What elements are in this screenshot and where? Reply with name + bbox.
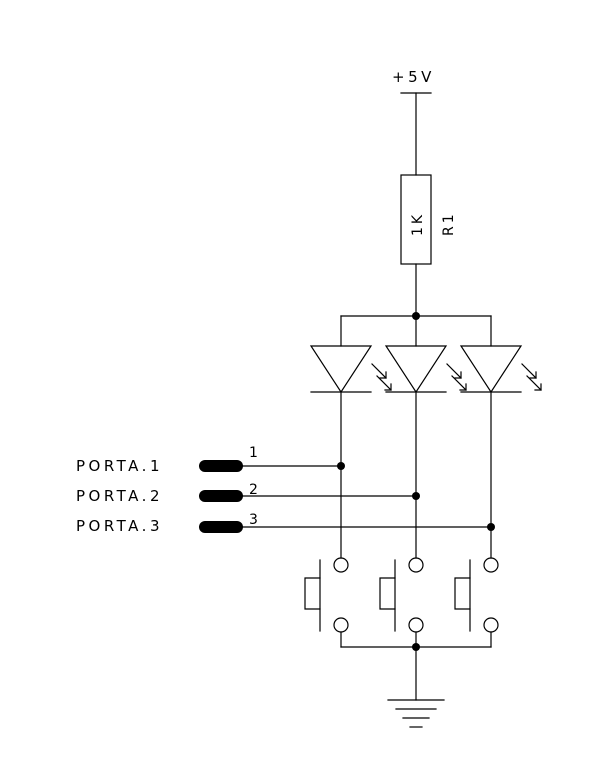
junction-dot	[412, 492, 420, 500]
led-3	[459, 345, 542, 394]
light-emission-arrows-icon	[521, 363, 542, 391]
light-emission-arrows-icon	[371, 363, 392, 391]
ground-icon	[387, 699, 445, 728]
junction-dot	[487, 523, 495, 531]
light-emission-arrows-icon	[446, 363, 467, 391]
pin-number: 3	[249, 512, 258, 528]
pin-number: 2	[249, 482, 258, 498]
port-label: PORTA.3	[76, 517, 163, 535]
junction-dot	[412, 312, 420, 320]
port-porta-2: PORTA.2 2	[76, 482, 420, 505]
port-label: PORTA.1	[76, 457, 163, 475]
resistor-r1: 1K R1	[400, 174, 457, 317]
led-anode-bus	[340, 312, 492, 347]
supply-label: +5V	[392, 68, 435, 86]
button-1	[304, 557, 349, 648]
resistor-ref-label: R1	[441, 211, 457, 236]
led-1	[309, 345, 392, 394]
led-2	[384, 345, 467, 394]
port-porta-1: PORTA.1 1	[76, 445, 345, 475]
button-2	[379, 557, 424, 648]
ground-bus	[340, 643, 492, 701]
port-porta-3: PORTA.3 3	[76, 512, 495, 535]
button-3	[454, 557, 499, 648]
column-wires	[340, 391, 492, 559]
supply-5v: +5V	[392, 68, 435, 176]
resistor-value-label: 1K	[410, 212, 426, 236]
pin-number: 1	[249, 445, 258, 461]
junction-dot	[337, 462, 345, 470]
port-label: PORTA.2	[76, 487, 163, 505]
